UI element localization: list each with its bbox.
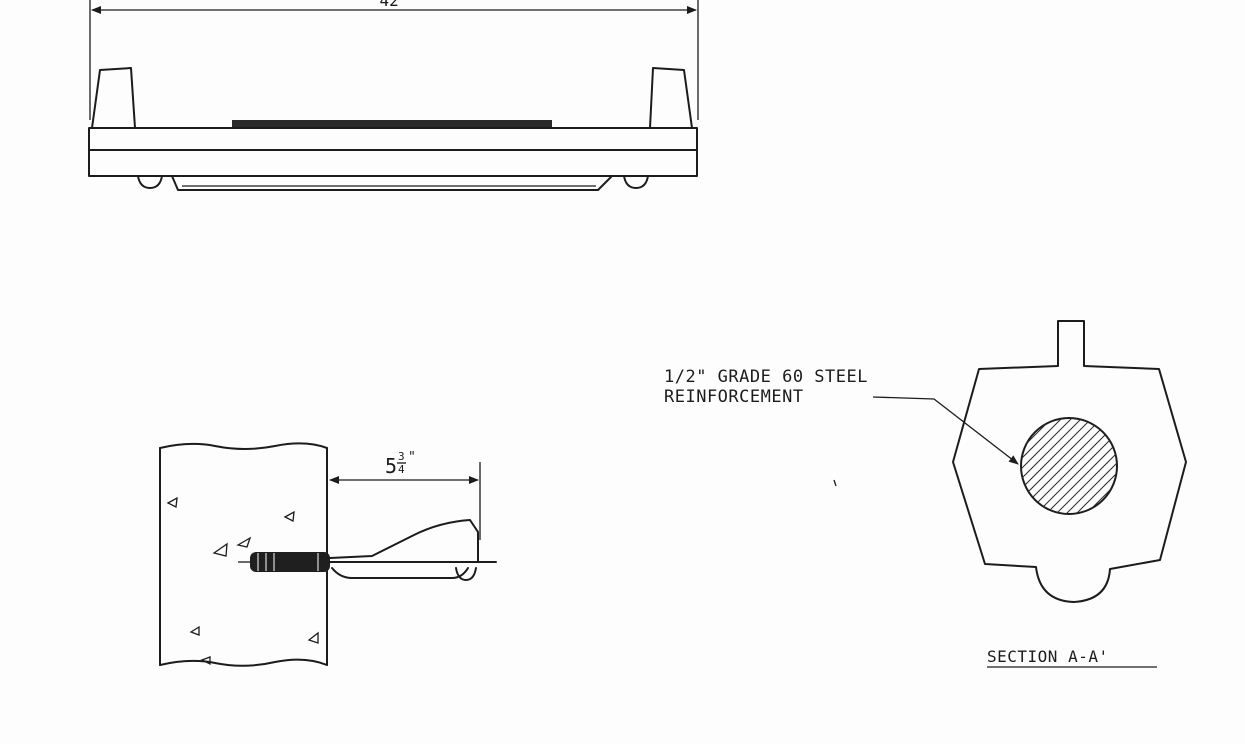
left-foot: [137, 175, 163, 189]
side-anchor-view: 5 3 4 ": [159, 442, 497, 667]
section-a-a-view: 1/2" GRADE 60 STEEL REINFORCEMENT SECTIO…: [664, 320, 1187, 668]
bracket-profile: [329, 519, 479, 563]
projection-dim-whole: 5: [385, 454, 397, 478]
stray-mark: [833, 479, 837, 487]
top-elevation-view: 42": [88, 0, 699, 191]
projection-dim-unit: ": [408, 450, 416, 465]
reinforcement-bar: [1020, 417, 1118, 515]
projection-dim-numerator: 3: [398, 450, 405, 463]
section-outline: [952, 320, 1187, 603]
rod-thread-marks: [257, 553, 319, 571]
bracket-foot: [455, 567, 477, 581]
concrete-break-top: [159, 442, 328, 450]
top-plate: [232, 120, 552, 128]
projection-dimension: 5 3 4 ": [329, 450, 481, 540]
callout-line-2: REINFORCEMENT: [664, 387, 804, 407]
main-body: [88, 127, 698, 177]
left-end-post: [91, 67, 136, 129]
callout-line-1: 1/2" GRADE 60 STEEL: [664, 367, 868, 387]
right-foot: [623, 175, 649, 189]
concrete-aggregate-symbols: [166, 496, 319, 666]
callout-leader: [872, 396, 1019, 465]
bracket-shoe: [331, 567, 469, 579]
overall-width-label: 42": [380, 0, 409, 10]
section-title: SECTION A-A': [987, 647, 1109, 666]
threaded-anchor-rod: [250, 552, 330, 572]
projection-dim-denominator: 4: [398, 463, 405, 476]
overall-width-dimension: 42": [89, 0, 699, 120]
right-end-post: [649, 67, 693, 129]
bottom-shoe: [171, 175, 613, 191]
concrete-break-bottom: [159, 658, 328, 667]
